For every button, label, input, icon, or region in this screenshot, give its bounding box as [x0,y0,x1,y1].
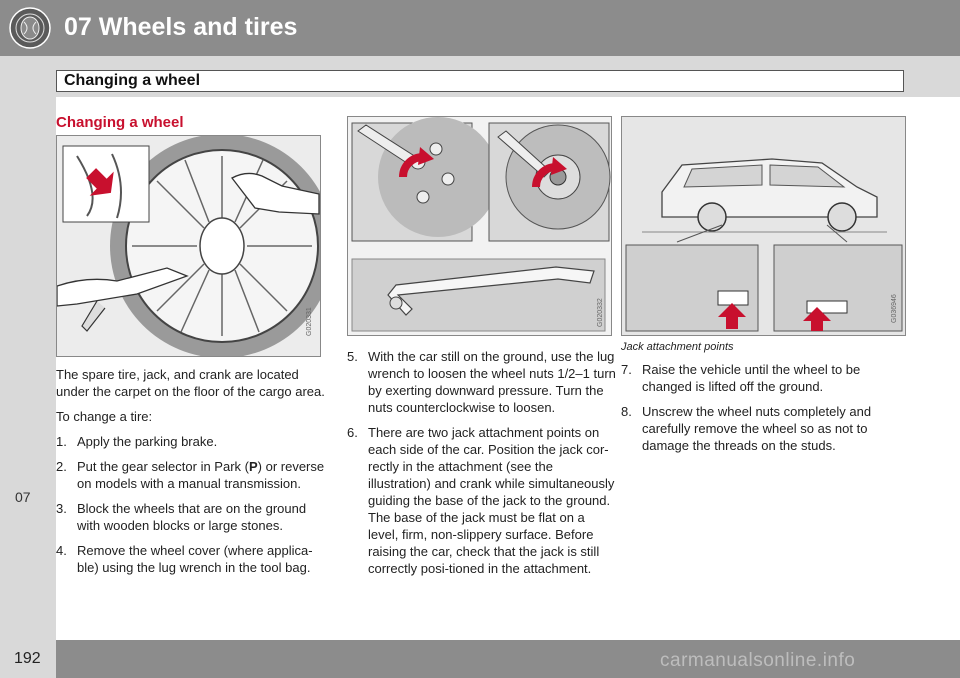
intro-paragraph: The spare tire, jack, and crank are loca… [56,367,325,399]
step-text: With the car still on the ground, use th… [368,349,616,415]
list-item: 1. Apply the parking brake. [56,433,326,450]
step-text: ) or reverse on models with a manual tra… [77,459,325,491]
figure-code: G020331 [306,307,313,336]
step-number: 3. [56,501,67,516]
step-number: 1. [56,434,67,449]
list-item: 7. Raise the vehicle until the wheel to b… [621,361,904,395]
lug-wrench-illustration-icon: G020332 [347,116,612,336]
steps-list: 7. Raise the vehicle until the wheel to b… [621,361,904,454]
step-text: Block the wheels that are on the ground … [77,501,307,533]
figure-code: G036946 [891,294,898,323]
step-number: 2. [56,459,67,474]
step-text: Raise the vehicle until the wheel to be … [642,362,861,394]
chapter-header-bar [0,0,960,56]
list-item: 6. There are two jack attachment points o… [347,424,617,577]
step-number: 8. [621,404,632,419]
step-text: Remove the wheel cover (where applica-bl… [77,543,313,575]
column-2-text: 5. With the car still on the ground, use … [347,348,617,585]
footer-bar [0,640,960,678]
figure-caption: Jack attachment points [621,341,734,353]
steps-list: 1. Apply the parking brake. 2. Put the gea… [56,433,326,576]
column-1-text: The spare tire, jack, and crank are loca… [56,366,326,584]
chapter-tab-label: 07 [15,489,31,505]
step-number: 4. [56,543,67,558]
step-text: Unscrew the wheel nuts completely and ca… [642,404,872,453]
section-title-box [56,70,904,92]
watermark: carmanualsonline.info [660,650,856,671]
chapter-sidebar [0,97,56,640]
lead-paragraph: To change a tire: [56,409,153,424]
figure-code: G020332 [597,298,604,327]
step-text: Apply the parking brake. [77,434,218,449]
volvo-logo-icon [9,7,51,49]
steps-list: 5. With the car still on the ground, use … [347,348,617,577]
list-item: 8. Unscrew the wheel nuts completely and … [621,403,904,454]
jack-attachment-illustration-icon: G036946 [621,116,906,336]
section-title: Changing a wheel [64,72,201,89]
list-item: 4. Remove the wheel cover (where applica-… [56,542,326,576]
step-text-bold: P [248,459,258,474]
list-item: 3. Block the wheels that are on the groun… [56,500,326,534]
chapter-title: 07 Wheels and tires [64,13,298,41]
footer-left-panel [0,640,56,678]
step-number: 7. [621,362,632,377]
list-item: 5. With the car still on the ground, use … [347,348,617,416]
column-3-text: 7. Raise the vehicle until the wheel to b… [621,361,904,462]
step-number: 6. [347,425,358,440]
content-heading: Changing a wheel [56,114,184,131]
page-number: 192 [14,650,41,667]
step-number: 5. [347,349,358,364]
step-text: There are two jack attachment points on … [368,425,615,576]
step-text: Put the gear selector in Park ( [77,459,249,474]
wheel-cover-removal-illustration-icon: G020331 [56,135,321,357]
list-item: 2. Put the gear selector in Park (P) or r… [56,458,326,492]
